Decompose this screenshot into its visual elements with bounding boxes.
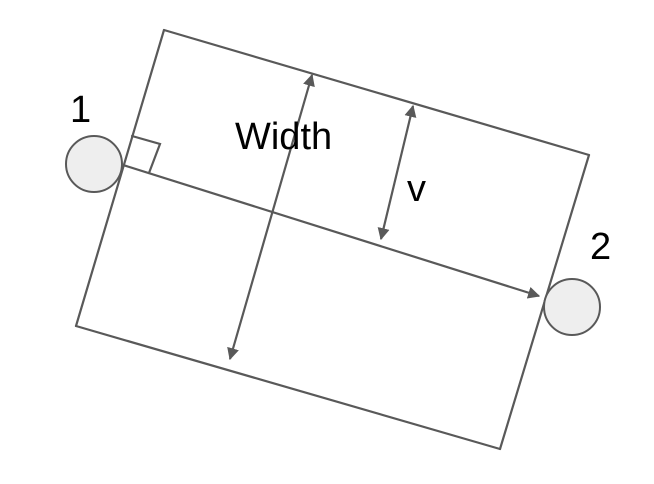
center-arrow <box>122 163 541 299</box>
node-2-circle <box>543 278 601 336</box>
rect-bottom-edge <box>74 324 502 451</box>
v-label: v <box>407 168 426 210</box>
v-double-arrow <box>377 104 417 241</box>
node-1-circle <box>65 135 123 193</box>
rect-left-edge <box>74 28 166 328</box>
rect-top-edge <box>162 28 591 157</box>
width-label: Width <box>235 116 332 158</box>
width-double-arrow <box>227 73 315 361</box>
node-1-label: 1 <box>70 89 91 131</box>
right-angle-marker <box>130 134 162 175</box>
node-2-label: 2 <box>590 226 611 268</box>
